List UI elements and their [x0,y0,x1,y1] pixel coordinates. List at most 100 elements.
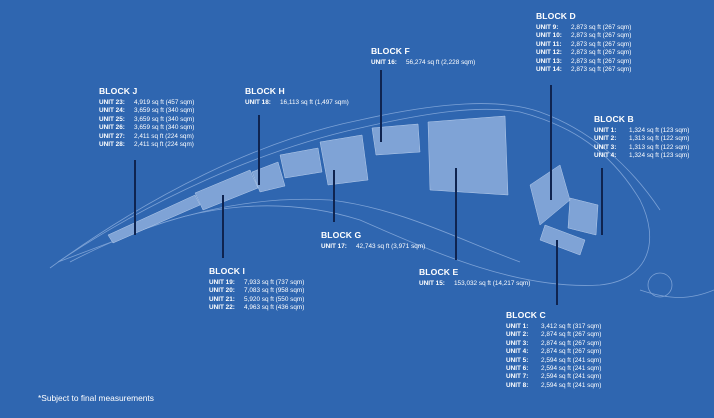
unit-number: UNIT 5: [506,356,529,364]
unit-row: UNIT 2:2,874 sq ft (267 sqm) [506,331,601,339]
unit-area: 2,874 sq ft (267 sqm) [541,339,602,347]
unit-row: UNIT 3: 2,874 sq ft (267 sqm) [506,340,601,348]
block-title: BLOCK E [419,267,459,277]
unit-area: 2,411 sq ft (224 sqm) [134,132,194,140]
block-c-building [539,224,586,256]
unit-row: UNIT 1:1,324 sq ft (123 sqm) [594,127,689,135]
unit-row: UNIT 16: 56,274 sq ft (2,228 sqm) [371,59,475,67]
unit-area: 7,933 sq ft (737 sqm) [244,279,305,286]
unit-row: UNIT 11: 2,873 sq ft (267 sqm) [536,41,631,49]
unit-area: 7,083 sq ft (958 sqm) [244,287,305,295]
block-g-building [319,134,369,186]
unit-area: 2,874 sq ft (267 sqm) [541,331,602,339]
unit-row: UNIT 23: 4,919 sq ft (457 sqm) [99,99,194,107]
unit-row: UNIT 28:2,411 sq ft (224 sqm) [99,141,194,149]
leader-block-j [134,160,136,235]
unit-area: 1,313 sq ft (122 sqm) [629,143,690,151]
block-title: BLOCK J [99,86,138,96]
unit-row: UNIT 2:1,313 sq ft (122 sqm) [594,135,689,143]
block-title: BLOCK I [209,266,246,276]
block-f-label: BLOCK F UNIT 16: 56,274 sq ft (2,228 sqm) [371,45,475,67]
block-title: BLOCK F [371,46,410,56]
road-outer [49,103,661,269]
block-title: BLOCK B [594,114,634,124]
unit-row: UNIT 10: 2,873 sq ft (267 sqm) [536,32,631,40]
unit-number: UNIT 12: [536,49,562,57]
unit-area: 2,873 sq ft (267 sqm) [571,66,632,74]
unit-number: UNIT 2: [594,135,617,143]
leader-block-c [556,240,558,305]
unit-number: UNIT 7: [506,373,529,381]
unit-area: 3,659 sq ft (340 sqm) [134,115,195,123]
unit-row: UNIT 5: 2,594 sq ft (241 sqm) [506,357,601,365]
unit-number: UNIT 18: [245,99,271,106]
unit-number: UNIT 21: [209,295,235,303]
unit-number: UNIT 26: [99,124,125,132]
unit-area: 4,963 sq ft (436 sqm) [244,304,305,312]
leader-block-f [380,70,382,142]
unit-row: UNIT 4:2,874 sq ft (267 sqm) [506,348,601,356]
unit-row: UNIT 1:3,412 sq ft (317 sqm) [506,323,601,331]
unit-number: UNIT 27: [99,132,125,140]
block-j-building [107,194,201,244]
unit-number: UNIT 10: [536,32,562,40]
block-i-building [194,169,259,211]
site-boundary [57,108,651,286]
unit-number: UNIT 19: [209,279,235,286]
block-e-building [427,115,509,196]
unit-area: 2,873 sq ft (267 sqm) [571,40,632,48]
unit-row: UNIT 19: 7,933 sq ft (737 sqm) [209,279,304,287]
unit-row: UNIT 9:2,873 sq ft (267 sqm) [536,24,631,32]
unit-area: 4,919 sq ft (457 sqm) [134,99,195,106]
unit-row: UNIT 26:3,659 sq ft (340 sqm) [99,124,194,132]
unit-area: 2,594 sq ft (241 sqm) [541,356,602,364]
unit-area: 1,324 sq ft (123 sqm) [629,152,690,160]
unit-number: UNIT 11: [536,40,562,48]
unit-row: UNIT 24:3,659 sq ft (340 sqm) [99,107,194,115]
unit-area: 1,324 sq ft (123 sqm) [629,127,690,134]
unit-number: UNIT 4: [594,152,617,160]
unit-area: 3,412 sq ft (317 sqm) [541,323,602,330]
block-b-building [567,197,599,236]
unit-number: UNIT 3: [506,339,529,347]
unit-row: UNIT 20: 7,083 sq ft (958 sqm) [209,287,304,295]
unit-number: UNIT 20: [209,287,235,295]
block-title: BLOCK C [506,310,546,320]
leader-block-i [222,195,224,258]
unit-row: UNIT 8:2,594 sq ft (241 sqm) [506,382,601,390]
leader-block-g [333,170,335,222]
unit-area: 2,873 sq ft (267 sqm) [571,49,632,57]
unit-area: 153,032 sq ft (14,217 sqm) [454,280,531,287]
unit-area: 42,743 sq ft (3,971 sqm) [356,243,426,250]
unit-row: UNIT 27: 2,411 sq ft (224 sqm) [99,133,194,141]
block-title: BLOCK G [321,230,362,240]
unit-number: UNIT 16: [371,59,397,66]
unit-number: UNIT 17: [321,243,347,250]
leader-block-e [455,168,457,260]
unit-row: UNIT 14:2,873 sq ft (267 sqm) [536,66,631,74]
unit-area: 56,274 sq ft (2,228 sqm) [406,59,476,66]
road-inner [69,198,521,263]
unit-area: 2,873 sq ft (267 sqm) [571,24,632,31]
unit-number: UNIT 23: [99,99,125,106]
unit-row: UNIT 18: 16,113 sq ft (1,497 sqm) [245,99,349,107]
unit-row: UNIT 6: 2,594 sq ft (241 sqm) [506,365,601,373]
unit-area: 2,594 sq ft (241 sqm) [541,365,602,373]
unit-number: UNIT 3: [594,143,617,151]
unit-area: 2,873 sq ft (267 sqm) [571,57,632,65]
unit-number: UNIT 28: [99,141,125,149]
block-g-label: BLOCK G UNIT 17: 42,743 sq ft (3,971 sqm) [321,229,425,251]
unit-area: 16,113 sq ft (1,497 sqm) [280,99,349,106]
footnote: *Subject to final measurements [38,393,154,403]
leader-block-d [550,85,552,200]
unit-row: UNIT 3: 1,313 sq ft (122 sqm) [594,144,689,152]
unit-number: UNIT 25: [99,115,125,123]
unit-area: 2,873 sq ft (267 sqm) [571,32,632,40]
unit-number: UNIT 22: [209,304,235,312]
unit-number: UNIT 6: [506,365,529,373]
